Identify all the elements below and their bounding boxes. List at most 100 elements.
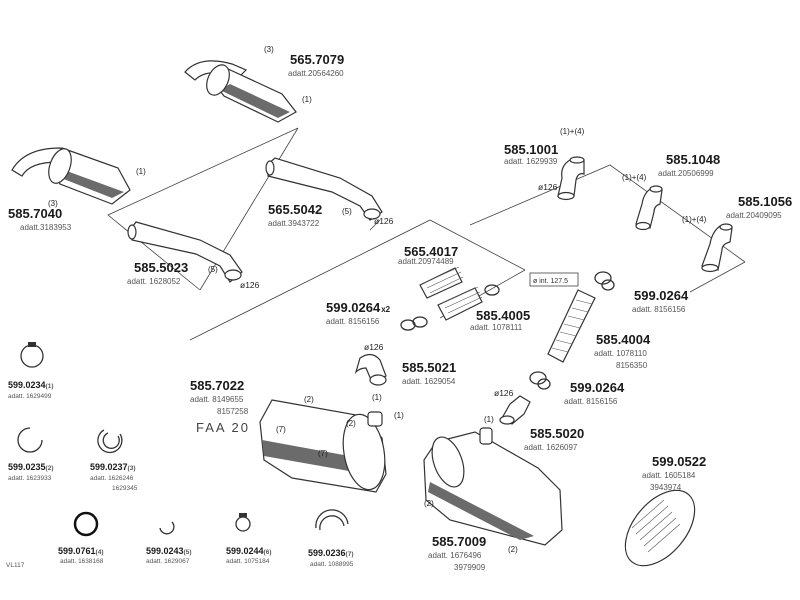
label-adatt-599-0522: adatt. 1605184 bbox=[642, 471, 696, 480]
flex-hose-ribs bbox=[441, 286, 483, 314]
clamp-599-0236[interactable] bbox=[315, 509, 349, 531]
label-pn-599-0761: 599.0761(4) bbox=[58, 546, 104, 556]
clamp-599-0264-b[interactable] bbox=[594, 271, 615, 291]
clamp-ring bbox=[412, 316, 428, 328]
muffler-585-7040[interactable] bbox=[11, 146, 131, 205]
connector-left-upper bbox=[107, 127, 299, 291]
flex-hose-585-4004[interactable] bbox=[547, 289, 596, 363]
clamp-599-0235[interactable] bbox=[17, 427, 43, 453]
label-adatt-599-0264-right: adatt. 8156156 bbox=[632, 305, 686, 314]
marker-diameter: ø126 bbox=[364, 342, 384, 352]
label-adatt-599-0237: adatt. 1626246 bbox=[90, 475, 134, 482]
silencer-585-7009[interactable] bbox=[423, 427, 563, 546]
diagram-code: VL117 bbox=[6, 562, 25, 569]
bend-end bbox=[649, 185, 663, 193]
clamp-599-0243[interactable] bbox=[159, 521, 175, 535]
flex-hose-body bbox=[419, 267, 463, 299]
flex-hose-585-4005[interactable] bbox=[437, 286, 483, 321]
pipe-565-5042[interactable] bbox=[265, 157, 383, 221]
flex-hose-565-4017[interactable] bbox=[419, 266, 464, 299]
dimension-box bbox=[529, 272, 579, 287]
muffler-end-cap bbox=[48, 148, 72, 184]
clamp-ring bbox=[159, 521, 175, 535]
connector-right bbox=[469, 164, 746, 263]
elbow-585-5021[interactable] bbox=[354, 353, 387, 386]
label-adatt-565-7079: adatt.20564260 bbox=[288, 69, 344, 78]
bend-585-1048[interactable] bbox=[635, 185, 663, 231]
label-pn-585-5023: 585.5023 bbox=[134, 260, 188, 275]
marker-qty: (1) bbox=[302, 95, 312, 104]
marker-qty: (1)+(4) bbox=[682, 215, 707, 224]
clamp-ring bbox=[537, 378, 551, 390]
marker-qty: (3) bbox=[264, 45, 274, 54]
clamp-599-0761[interactable] bbox=[73, 511, 99, 537]
marker-diameter: ø126 bbox=[240, 280, 260, 290]
clamp-ring bbox=[484, 284, 500, 296]
silencer-end-cap bbox=[431, 436, 465, 488]
bend-585-1056[interactable] bbox=[701, 223, 733, 273]
clamp-599-0264-c[interactable] bbox=[529, 371, 551, 390]
label-faa: FAA 20 bbox=[196, 420, 250, 435]
label-pn-599-0264-lower: 599.0264 bbox=[570, 380, 625, 395]
marker-qty: (1)+(4) bbox=[622, 173, 647, 182]
flex-hose-ribs bbox=[551, 299, 593, 353]
label-adatt-585-1048: adatt.20506999 bbox=[658, 169, 714, 178]
marker-qty: (2) bbox=[346, 419, 356, 428]
label-adatt-599-0264-x2: adatt. 8156156 bbox=[326, 317, 380, 326]
label-pn-585-1056: 585.1056 bbox=[738, 194, 792, 209]
bend-body bbox=[635, 187, 663, 229]
pipe-end-flare bbox=[363, 208, 381, 220]
clamp-ring bbox=[20, 344, 44, 368]
clamp-599-0264-a[interactable] bbox=[400, 284, 500, 331]
marker-qty: (1) bbox=[372, 393, 382, 402]
marker-qty: (5) bbox=[342, 207, 352, 216]
label-adatt-599-0235: adatt. 1623933 bbox=[8, 475, 52, 482]
marker-diameter: ø126 bbox=[538, 182, 558, 192]
label-pn-599-0264-x2: 599.0264x2 bbox=[326, 300, 391, 315]
label-adatt-599-0244: adatt. 1075184 bbox=[226, 558, 270, 565]
silencer-inlet bbox=[367, 411, 383, 427]
silencer-end-cap bbox=[342, 413, 386, 491]
pipe-585-5023[interactable] bbox=[127, 221, 243, 283]
clamp-599-0234[interactable] bbox=[20, 342, 44, 368]
pipe-end bbox=[265, 160, 275, 176]
clamp-ring bbox=[73, 511, 99, 537]
muffler-565-7079[interactable] bbox=[184, 60, 297, 123]
label-pn-585-4004: 585.4004 bbox=[596, 332, 651, 347]
label-adatt-599-0264-lower: adatt. 8156156 bbox=[564, 397, 618, 406]
label-pn-565-5042: 565.5042 bbox=[268, 202, 322, 217]
clamp-599-0237[interactable] bbox=[97, 429, 123, 454]
marker-qty: (1) bbox=[394, 411, 404, 420]
grille-mesh bbox=[631, 499, 681, 553]
bend-585-1001[interactable] bbox=[557, 156, 585, 201]
elbow-585-5020[interactable] bbox=[499, 395, 531, 425]
marker-qty: (1) bbox=[484, 415, 494, 424]
grille-plate bbox=[624, 489, 696, 567]
label-pn-599-0522: 599.0522 bbox=[652, 454, 706, 469]
muffler-end-cap bbox=[206, 64, 230, 96]
label-pn-565-7079: 565.7079 bbox=[290, 52, 344, 67]
grille-599-0522[interactable] bbox=[612, 478, 708, 579]
bend-body bbox=[557, 159, 585, 197]
label-pn-599-0243: 599.0243(5) bbox=[146, 546, 192, 556]
label-pn-599-0234: 599.0234(1) bbox=[8, 380, 54, 390]
flex-hose-ribs bbox=[423, 266, 464, 294]
muffler-band bbox=[220, 84, 290, 118]
silencer-band bbox=[428, 482, 534, 540]
clamp-599-0244[interactable] bbox=[235, 513, 251, 532]
clamp-ring-inner bbox=[102, 432, 120, 449]
label-adatt-599-0761: adatt. 1638168 bbox=[60, 558, 104, 565]
label-adatt-599-0243: adatt. 1629067 bbox=[146, 558, 190, 565]
label-adatt-585-4005: adatt. 1078111 bbox=[470, 323, 523, 332]
silencer-585-7022[interactable] bbox=[259, 399, 390, 493]
marker-qty: (7) bbox=[276, 425, 286, 434]
clamp-ring bbox=[97, 429, 123, 454]
label-adatt-585-7040: adatt.3183953 bbox=[20, 223, 72, 232]
label-pn-599-0244: 599.0244(6) bbox=[226, 546, 272, 556]
label-pn-599-0264-right: 599.0264 bbox=[634, 288, 689, 303]
marker-qty: (3) bbox=[48, 199, 58, 208]
muffler-band bbox=[56, 170, 124, 198]
bend-end bbox=[569, 156, 585, 164]
label-adatt-585-7022: adatt. 8149655 bbox=[190, 395, 244, 404]
